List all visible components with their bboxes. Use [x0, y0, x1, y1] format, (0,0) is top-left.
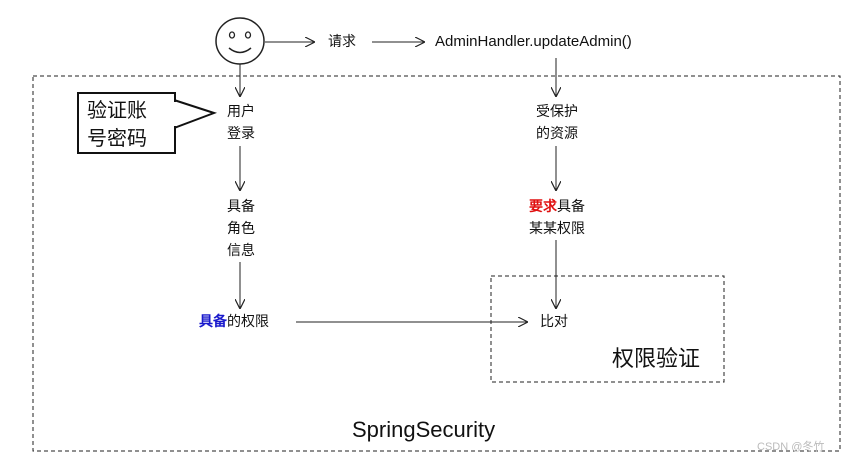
role-info-line-2: 角色: [227, 221, 255, 237]
role-info-line-3: 信息: [227, 243, 255, 259]
permission-check-title: 权限验证: [612, 347, 701, 372]
springsecurity-label: SpringSecurity: [352, 417, 496, 442]
user-login-label: 用户 登录: [227, 101, 255, 145]
compare-label: 比对: [540, 314, 568, 330]
springsecurity-boundary: [32, 75, 841, 452]
require-permission-highlight: 要求: [529, 199, 557, 215]
callout-line-1: 验证账: [87, 98, 147, 122]
has-permission-rest: 的权限: [227, 314, 269, 330]
has-permission-label: 具备的权限: [199, 311, 269, 333]
require-permission-line-1: 要求具备: [529, 196, 585, 218]
permission-check-box: [490, 275, 725, 383]
csdn-watermark: CSDN @冬竹: [757, 441, 825, 453]
smiley-face-icon: [215, 17, 265, 65]
protected-resource-label: 受保护 的资源: [536, 101, 578, 145]
require-permission-line-2: 某某权限: [529, 221, 585, 237]
user-login-line-2: 登录: [227, 126, 255, 142]
callout-line-2: 号密码: [87, 126, 147, 150]
callout-joint: [172, 102, 177, 126]
request-label: 请求: [328, 34, 356, 50]
role-info-line-1: 具备: [227, 199, 255, 215]
require-permission-rest: 具备: [557, 199, 585, 215]
has-permission-highlight: 具备: [199, 314, 227, 330]
require-permission-label: 要求具备 某某权限: [529, 196, 585, 240]
protected-resource-line-1: 受保护: [536, 104, 578, 120]
verify-credentials-callout: 验证账 号密码: [77, 92, 176, 154]
callout-pointer: [173, 98, 218, 130]
role-info-label: 具备 角色 信息: [227, 196, 255, 262]
protected-resource-line-2: 的资源: [536, 126, 578, 142]
handler-label: AdminHandler.updateAdmin(): [435, 33, 632, 50]
user-login-line-1: 用户: [227, 104, 255, 120]
